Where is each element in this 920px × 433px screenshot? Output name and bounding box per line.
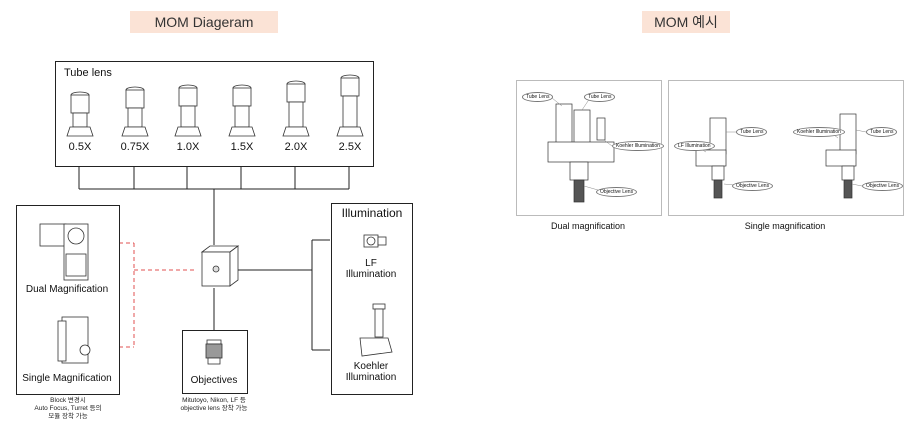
objectives-note-line: objective lens 장착 가능 [180, 405, 248, 412]
single-magnification-label: Single Magnification [22, 373, 112, 384]
mag-label-2: 1.0X [176, 141, 200, 153]
callout: Objective Lens [732, 181, 774, 191]
tube-lens-heading: Tube lens [64, 67, 112, 79]
tube-lens-box: Tube lens [55, 61, 374, 167]
module-note-line: Auto Focus, Turret 등의 [34, 405, 102, 412]
dual-magnification-label: Dual Magnification [25, 284, 109, 295]
module-note-line: Block 변경시 [50, 397, 86, 404]
koehler-line: Koehler [353, 361, 389, 372]
mag-label-1: 0.75X [120, 141, 150, 153]
dual-example-caption: Dual magnification [550, 221, 626, 231]
callout: Tube Lens [866, 127, 898, 137]
mag-label-4: 2.0X [284, 141, 308, 153]
callout: Objective Lens [596, 187, 638, 197]
callout: Tube Lens [584, 92, 616, 102]
mag-label-5: 2.5X [338, 141, 362, 153]
callout: Tube Lens [522, 92, 554, 102]
koehler-line: Illumination [345, 372, 397, 383]
mag-label-0: 0.5X [68, 141, 92, 153]
single-example-caption: Single magnification [744, 221, 826, 231]
lf-line: Illumination [345, 269, 397, 280]
callout: Objective Lens [862, 181, 904, 191]
example-title: MOM 예시 [642, 11, 730, 33]
callout: Koehler Illumination [793, 127, 845, 137]
callout: LF Illumination [674, 141, 715, 151]
lf-line: LF [365, 258, 377, 269]
objectives-note-line: Mitutoyo, Nikon, LF 등 [182, 397, 246, 404]
mag-label-3: 1.5X [230, 141, 254, 153]
lf-illumination-label: LF Illumination [331, 258, 411, 280]
callout: Koehler Illumination [612, 141, 664, 151]
module-note-line: 모듈 장착 가능 [48, 413, 88, 420]
illumination-heading: Illumination [341, 206, 403, 220]
objectives-label: Objectives [190, 375, 238, 386]
diagram-title: MOM Diageram [130, 11, 278, 33]
koehler-illumination-label: Koehler Illumination [331, 361, 411, 383]
callout: Tube Lens [736, 127, 768, 137]
objectives-note: Mitutoyo, Nikon, LF 등 objective lens 장착 … [170, 397, 258, 413]
module-note: Block 변경시 Auto Focus, Turret 등의 모듈 장착 가능 [16, 397, 120, 421]
